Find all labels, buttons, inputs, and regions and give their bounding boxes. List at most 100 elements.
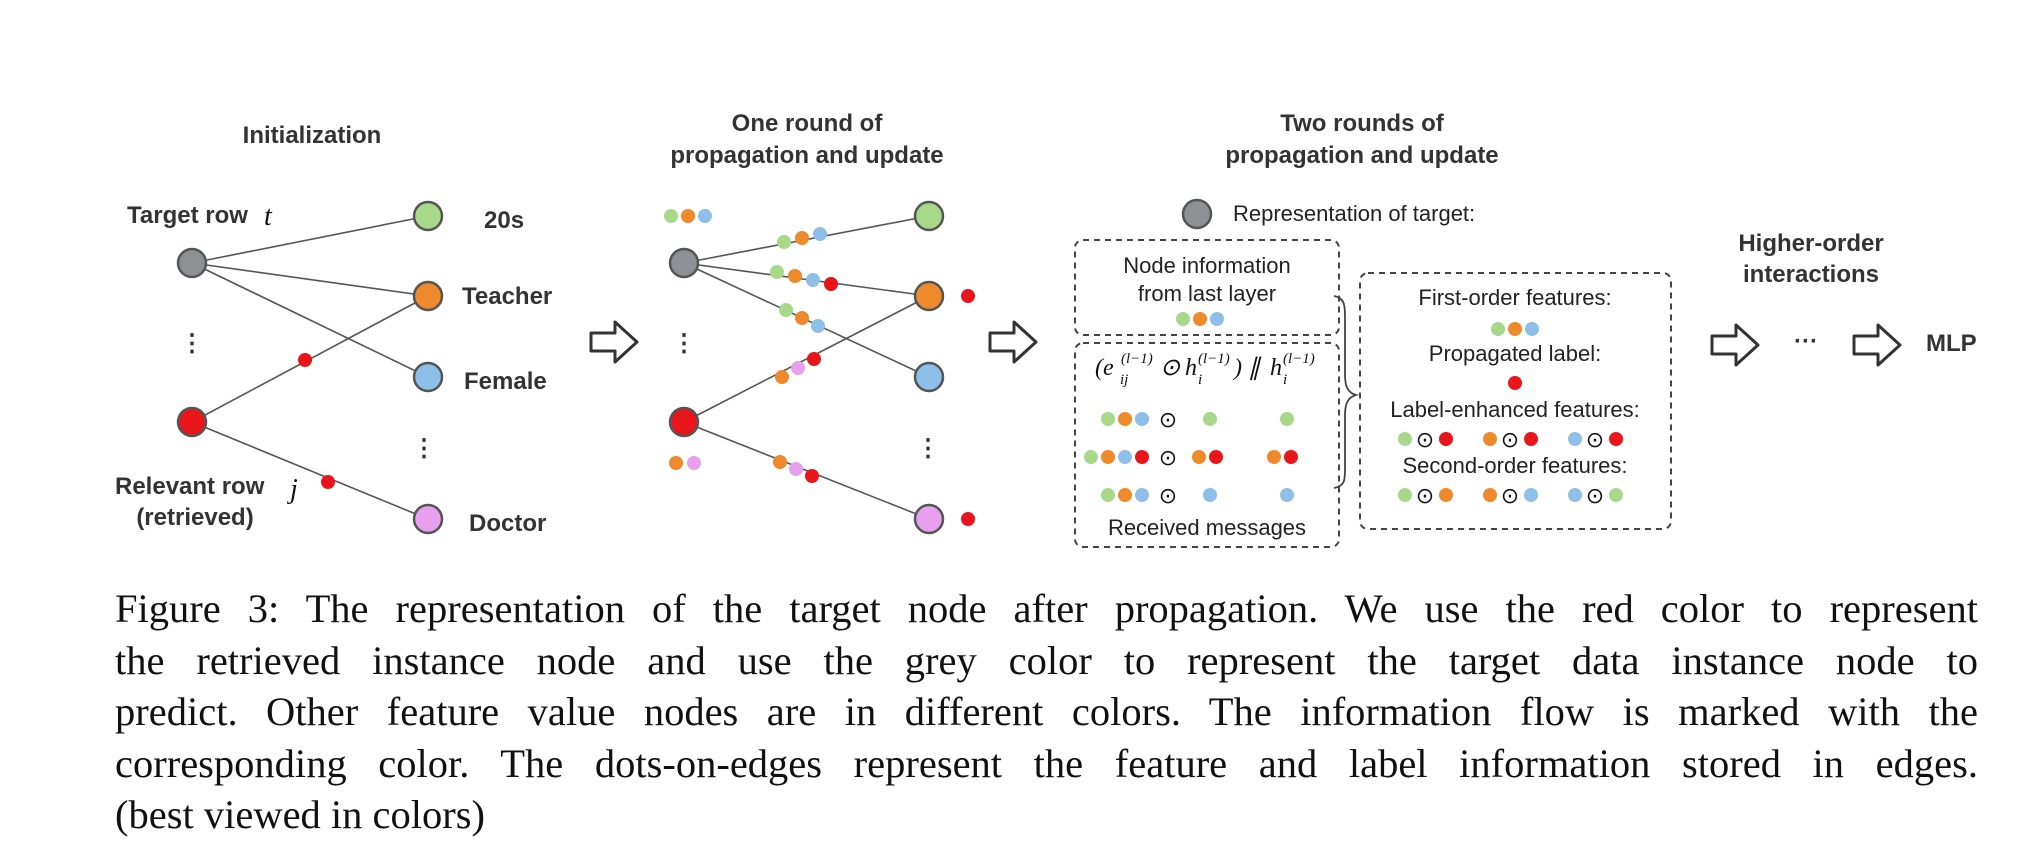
feature-dot xyxy=(813,227,827,241)
panel-one-round: One round of propagation and update xyxy=(664,110,975,535)
label-dot xyxy=(1209,450,1223,464)
received-messages-box xyxy=(1074,342,1340,548)
brace-icon xyxy=(1333,295,1360,489)
feature-dot xyxy=(789,462,803,476)
node-info-line2: from last layer xyxy=(1138,281,1276,306)
feature-dot xyxy=(1192,450,1206,464)
feature-dot xyxy=(687,456,701,470)
feature-dot xyxy=(1118,450,1132,464)
feature-label-teacher: Teacher xyxy=(462,283,552,310)
target-row-var: t xyxy=(264,201,273,232)
received-messages-label: Received messages xyxy=(1108,515,1306,540)
label-dot xyxy=(805,469,819,483)
feature-dot xyxy=(779,303,793,317)
feature-node-20s xyxy=(913,200,945,232)
label-dot xyxy=(961,512,975,526)
feature-dot xyxy=(1398,432,1412,446)
feature-dot xyxy=(1508,322,1522,336)
label-dot xyxy=(1135,450,1149,464)
label-enhanced-label: Label-enhanced features: xyxy=(1390,397,1640,422)
panel4-title-line2: interactions xyxy=(1743,261,1879,288)
panel4-title-line1: Higher-order xyxy=(1738,230,1883,257)
retrieved-node xyxy=(668,406,700,438)
feature-dot xyxy=(773,455,787,469)
feature-node-doctor xyxy=(913,503,945,535)
odot-symbol: ⊙ xyxy=(1501,428,1519,453)
feature-dot xyxy=(777,235,791,249)
caption-line: the retrieved instance node and use the … xyxy=(115,637,1978,683)
label-dot xyxy=(1284,450,1298,464)
flow-arrow-icon xyxy=(589,320,639,364)
feature-dot xyxy=(1483,432,1497,446)
feature-dot xyxy=(1193,312,1207,326)
caption-line: Figure 3: The representation of the targ… xyxy=(115,586,1978,631)
retrieved-node xyxy=(176,406,208,438)
odot-symbol: ⊙ xyxy=(1416,484,1434,509)
feature-dot xyxy=(1210,312,1224,326)
feature-dot xyxy=(664,209,678,223)
svg-text:ij: ij xyxy=(1120,372,1128,388)
features-box xyxy=(1359,272,1672,530)
message-formula: (e (l−1) ij ⊙ h (l−1) i ) ∥ h (l−1) i xyxy=(1095,351,1315,388)
flow-arrow-icon xyxy=(1852,323,1902,367)
figure-diagram: Initialization Target row t Relevant row… xyxy=(115,110,1977,548)
second-order-label: Second-order features: xyxy=(1402,453,1627,478)
label-dot xyxy=(321,475,335,489)
odot-symbol: ⊙ xyxy=(1586,484,1604,509)
feature-label-20s: 20s xyxy=(484,207,524,234)
caption-line: corresponding color. The dots-on-edges r… xyxy=(115,740,1978,786)
feature-dot xyxy=(1135,488,1149,502)
svg-text:h: h xyxy=(1185,355,1197,381)
propagated-label: Propagated label: xyxy=(1429,341,1601,366)
feature-node-teacher xyxy=(412,280,444,312)
feature-dot xyxy=(1118,488,1132,502)
label-dot xyxy=(1439,432,1453,446)
svg-text:(e: (e xyxy=(1095,355,1114,381)
ellipsis-dots: ··· xyxy=(1794,328,1818,355)
feature-dot xyxy=(1101,412,1115,426)
svg-text:(l−1): (l−1) xyxy=(1121,351,1153,367)
feature-dot xyxy=(791,361,805,375)
feature-dot xyxy=(806,273,820,287)
feature-dot xyxy=(795,231,809,245)
feature-dot xyxy=(1491,322,1505,336)
feature-dot xyxy=(1483,488,1497,502)
feature-dot xyxy=(1524,488,1538,502)
caption-line: predict. Other feature value nodes are i… xyxy=(115,689,1978,734)
feature-dot xyxy=(1203,488,1217,502)
svg-text:i: i xyxy=(1198,372,1202,388)
relevant-row-var: j xyxy=(287,474,298,505)
feature-dot xyxy=(1439,488,1453,502)
panel3-title-line2: propagation and update xyxy=(1225,142,1498,169)
svg-text:⊙: ⊙ xyxy=(1160,355,1181,381)
panel-initialization: Initialization Target row t Relevant row… xyxy=(115,122,552,537)
feature-dot xyxy=(681,209,695,223)
node-info-line1: Node information xyxy=(1123,253,1291,278)
flow-arrow-icon xyxy=(988,320,1038,364)
svg-text:h: h xyxy=(1270,355,1282,381)
feature-dot xyxy=(1568,432,1582,446)
panel2-title-line2: propagation and update xyxy=(670,142,943,169)
feature-dot xyxy=(795,311,809,325)
feature-dot xyxy=(1135,412,1149,426)
svg-text:(l−1): (l−1) xyxy=(1283,351,1315,367)
edge xyxy=(191,215,429,264)
label-dot xyxy=(807,352,821,366)
feature-node-doctor xyxy=(412,503,444,535)
edge xyxy=(191,262,429,378)
edge xyxy=(683,295,930,423)
target-row-label: Target row xyxy=(127,202,248,229)
feature-node-20s xyxy=(412,200,444,232)
svg-text:i: i xyxy=(1283,372,1287,388)
target-node xyxy=(1181,198,1213,230)
odot-symbol: ⊙ xyxy=(1416,428,1434,453)
feature-dot xyxy=(1203,412,1217,426)
ellipsis: ⋮ xyxy=(916,435,940,462)
feature-node-female xyxy=(412,361,444,393)
feature-dot xyxy=(1101,488,1115,502)
edge xyxy=(191,262,429,297)
node-info-box xyxy=(1074,239,1340,336)
feature-label-doctor: Doctor xyxy=(469,510,546,537)
label-dot xyxy=(824,277,838,291)
feature-dot xyxy=(669,456,683,470)
